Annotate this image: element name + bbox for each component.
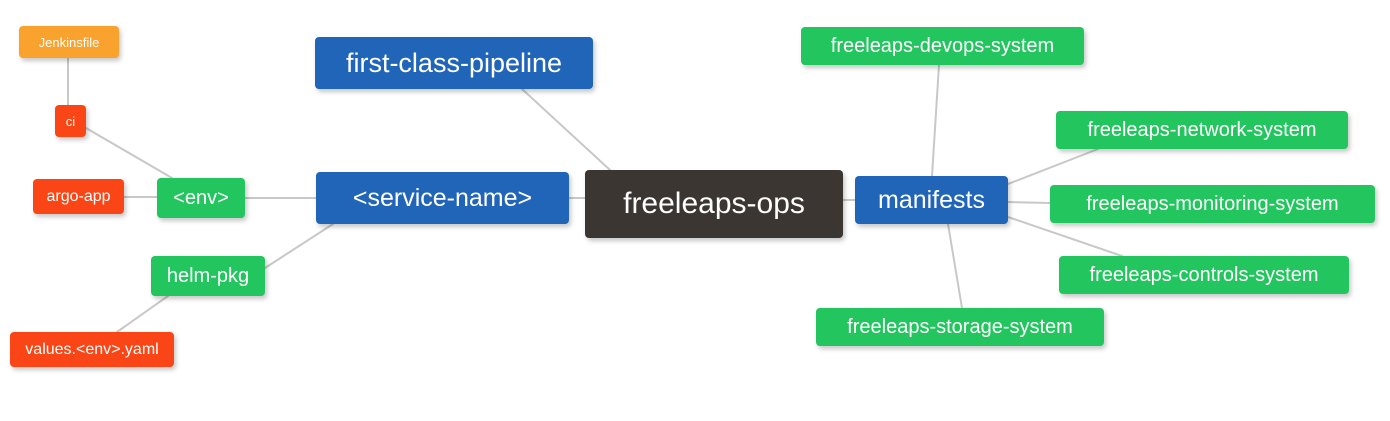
node-label-freeleaps-network-system: freeleaps-network-system [1087,119,1317,141]
node-first-class-pipeline[interactable]: first-class-pipeline [315,37,593,89]
node-ci[interactable]: ci [55,105,86,137]
node-manifests[interactable]: manifests [855,176,1008,224]
node-freeleaps-network-system[interactable]: freeleaps-network-system [1056,111,1348,149]
edge-helm-pkg-to-values-env-yaml [116,295,169,333]
node-service-name[interactable]: <service-name> [316,172,569,224]
edge-manifests-to-freeleaps-devops-system [931,64,940,177]
node-label-argo-app: argo-app [46,187,111,205]
edge-manifests-to-freeleaps-monitoring-system [1007,201,1051,204]
node-freeleaps-monitoring-system[interactable]: freeleaps-monitoring-system [1050,185,1375,223]
node-label-freeleaps-ops: freeleaps-ops [623,187,805,220]
node-label-freeleaps-storage-system: freeleaps-storage-system [847,316,1073,338]
node-label-freeleaps-controls-system: freeleaps-controls-system [1089,264,1319,286]
node-label-env: <env> [173,187,229,209]
edge-manifests-to-freeleaps-storage-system [947,223,963,309]
node-jenkinsfile[interactable]: Jenkinsfile [19,26,119,58]
node-env[interactable]: <env> [157,178,245,218]
node-label-jenkinsfile: Jenkinsfile [38,34,100,50]
node-freeleaps-ops[interactable]: freeleaps-ops [585,170,843,238]
edge-env-to-ci [85,127,173,179]
node-freeleaps-controls-system[interactable]: freeleaps-controls-system [1059,256,1349,294]
node-label-service-name: <service-name> [352,183,533,212]
node-label-values-env-yaml: values.<env>.yaml [25,340,159,358]
node-freeleaps-devops-system[interactable]: freeleaps-devops-system [801,27,1084,65]
edge-service-name-to-helm-pkg [264,223,334,269]
node-label-freeleaps-monitoring-system: freeleaps-monitoring-system [1086,193,1339,215]
node-helm-pkg[interactable]: helm-pkg [151,256,265,296]
node-freeleaps-storage-system[interactable]: freeleaps-storage-system [816,308,1104,346]
edge-freeleaps-ops-to-first-class-pipeline [521,88,611,171]
node-values-env-yaml[interactable]: values.<env>.yaml [10,332,174,367]
node-label-manifests: manifests [878,185,985,214]
node-label-freeleaps-devops-system: freeleaps-devops-system [830,35,1055,57]
node-label-helm-pkg: helm-pkg [166,265,250,287]
node-label-first-class-pipeline: first-class-pipeline [345,47,563,78]
edge-manifests-to-freeleaps-network-system [1007,148,1099,185]
node-argo-app[interactable]: argo-app [33,179,124,214]
node-label-ci: ci [65,113,76,129]
